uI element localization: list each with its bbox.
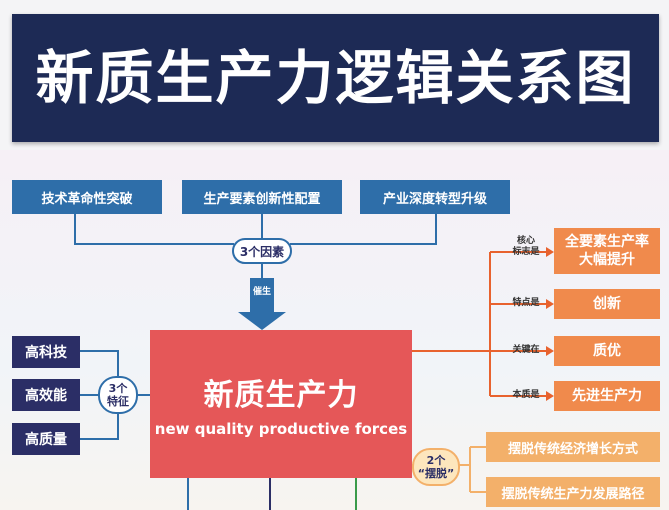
center-concept-box: 新质生产力 new quality productive forces — [150, 330, 412, 478]
center-title-cn: 新质生产力 — [203, 378, 359, 413]
factor-label: 技术革命性突破 — [41, 191, 133, 207]
feature-box: 高效能 — [12, 379, 80, 411]
factor-box: 生产要素创新性配置 — [182, 180, 342, 214]
aspect-box: 创新 — [554, 289, 660, 319]
aspect-box: 全要素生产率 大幅提升 — [554, 228, 660, 274]
arrow-icon — [546, 346, 554, 356]
breakaway-label: 摆脱传统生产力发展路径 — [501, 486, 645, 502]
down-arrow-icon — [238, 278, 286, 330]
feature-box: 高质量 — [12, 423, 80, 455]
factor-connector — [290, 213, 437, 245]
center-title-en: new quality productive forces — [154, 420, 408, 438]
breakaways-group-label: 2个 “摆脱” — [412, 448, 460, 486]
aspect-box: 先进生产力 — [554, 381, 660, 411]
factor-box: 技术革命性突破 — [12, 180, 162, 214]
aspect-label: 特点是 — [512, 298, 540, 308]
breakaway-box: 摆脱传统经济增长方式 — [486, 432, 660, 462]
aspect-value: 先进生产力 — [572, 388, 642, 404]
aspect-label: 本质是 — [512, 390, 540, 400]
title-banner: 新质生产力逻辑关系图 — [12, 14, 659, 142]
factor-label: 生产要素创新性配置 — [203, 191, 321, 207]
page-title: 新质生产力逻辑关系图 — [35, 44, 636, 112]
feature-label: 高效能 — [25, 388, 67, 404]
aspect-box: 质优 — [554, 336, 660, 366]
aspect-label: 关键在 — [512, 345, 540, 355]
arrow-icon — [546, 299, 554, 309]
arrow-icon — [546, 391, 554, 401]
factor-label: 产业深度转型升级 — [382, 191, 487, 207]
factors-group-label: 3个因素 — [232, 238, 292, 264]
arrow-icon — [546, 247, 554, 257]
aspect-value: 质优 — [593, 343, 621, 359]
aspect-value: 创新 — [593, 296, 621, 312]
breakaway-box: 摆脱传统生产力发展路径 — [486, 477, 660, 507]
factor-box: 产业深度转型升级 — [360, 180, 510, 214]
aspect-label: 核心 标志是 — [512, 236, 540, 257]
aspect-value: 全要素生产率 大幅提升 — [565, 234, 649, 268]
feature-label: 高科技 — [25, 345, 67, 361]
feature-box: 高科技 — [12, 336, 80, 368]
feature-label: 高质量 — [25, 432, 67, 448]
factor-connector — [74, 213, 234, 245]
breakaway-label: 摆脱传统经济增长方式 — [507, 441, 638, 457]
arrow-label: 催生 — [252, 287, 271, 297]
features-group-label: 3个 特征 — [98, 376, 138, 414]
